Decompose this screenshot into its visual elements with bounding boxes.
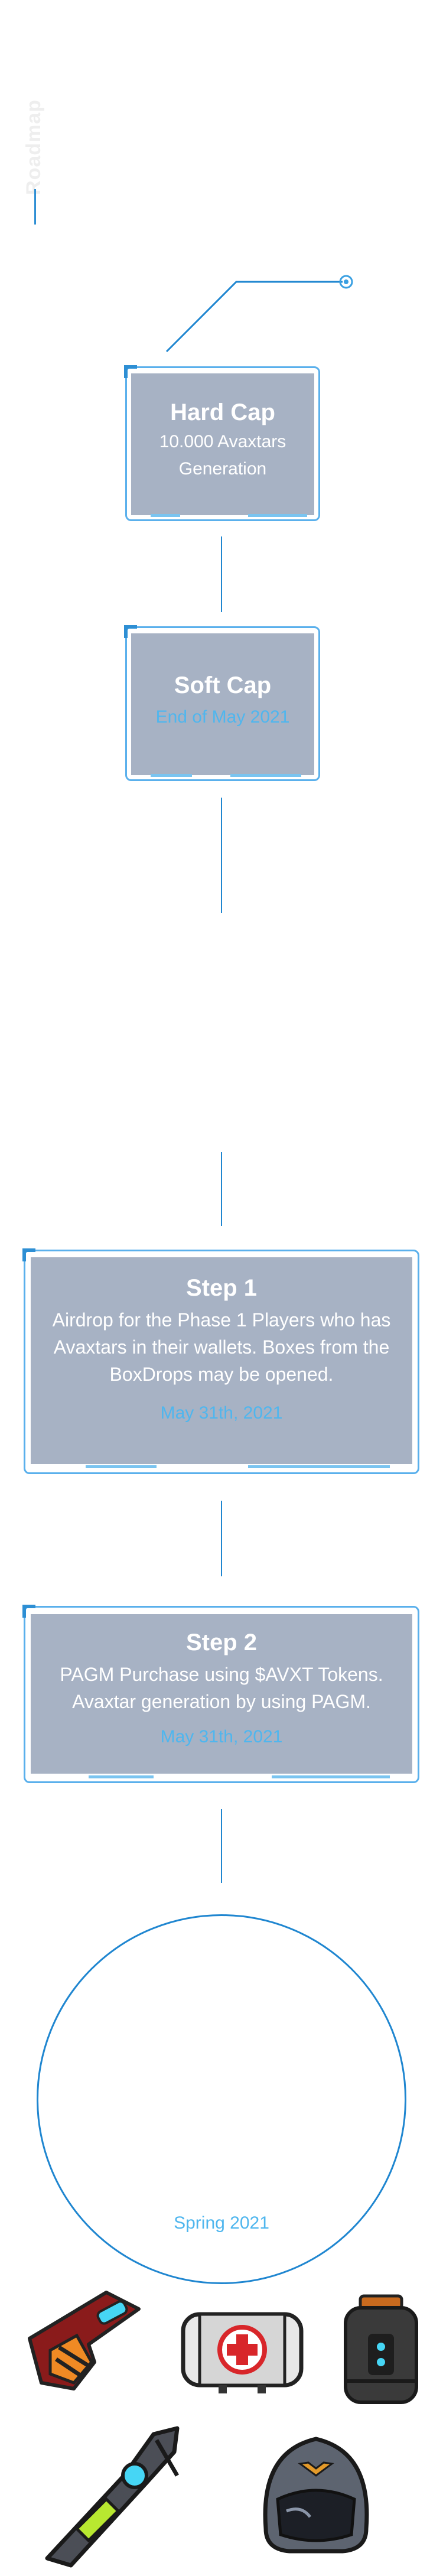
frame-underline xyxy=(151,774,192,777)
frame-underline xyxy=(272,1775,390,1778)
laser-pistol-icon xyxy=(28,2291,141,2390)
step1-card: Step 1 Airdrop for the Phase 1 Players w… xyxy=(31,1257,412,1464)
medkit-icon xyxy=(181,2312,304,2393)
soft-cap-date: End of May 2021 xyxy=(155,707,290,727)
step1-date: May 31th, 2021 xyxy=(160,1403,283,1423)
hard-cap-line1: 10.000 Avaxtars xyxy=(159,432,286,451)
frame-underline xyxy=(248,1465,390,1468)
frame-underline xyxy=(89,1775,154,1778)
timeline-line xyxy=(221,1809,222,1883)
timeline-line xyxy=(221,798,222,913)
step2-text: PAGM Purchase using $AVXT Tokens. Avaxta… xyxy=(60,1664,383,1712)
step2-title: Step 2 xyxy=(185,1629,258,1655)
roadmap-title: Roadmap xyxy=(22,99,45,195)
timeline-line xyxy=(221,1501,222,1576)
step1-text: Airdrop for the Phase 1 Players who has … xyxy=(52,1309,391,1385)
frame-underline xyxy=(248,514,307,517)
frame-corner xyxy=(22,1605,35,1618)
frame-underline xyxy=(230,774,301,777)
grenade-canister-icon xyxy=(344,2294,418,2404)
connector-diagonal xyxy=(165,275,353,353)
season-circle xyxy=(37,1914,406,2284)
title-accent-bar xyxy=(34,189,36,225)
plasma-rifle-icon xyxy=(45,2426,180,2568)
space-helmet-icon xyxy=(263,2437,369,2554)
timeline-line xyxy=(221,1152,222,1226)
frame-corner xyxy=(22,1248,35,1261)
step1-title: Step 1 xyxy=(185,1275,258,1301)
step2-card: Step 2 PAGM Purchase using $AVXT Tokens.… xyxy=(31,1614,412,1774)
hard-cap-line2: Generation xyxy=(178,459,267,479)
frame-underline xyxy=(86,1465,157,1468)
frame-corner xyxy=(124,365,137,378)
hard-cap-frame xyxy=(125,366,320,521)
frame-corner xyxy=(124,625,137,638)
hard-cap-title: Hard Cap xyxy=(170,399,275,425)
step2-date: May 31th, 2021 xyxy=(160,1727,283,1746)
hard-cap-card: Hard Cap 10.000 Avaxtars Generation xyxy=(131,373,314,515)
soft-cap-card: Soft Cap End of May 2021 xyxy=(131,633,314,775)
frame-underline xyxy=(151,514,180,517)
season-label: Spring 2021 xyxy=(174,2213,269,2233)
step2-frame xyxy=(24,1606,419,1783)
step1-frame xyxy=(24,1250,419,1474)
soft-cap-frame xyxy=(125,626,320,781)
soft-cap-title: Soft Cap xyxy=(174,672,272,698)
timeline-line xyxy=(221,536,222,612)
